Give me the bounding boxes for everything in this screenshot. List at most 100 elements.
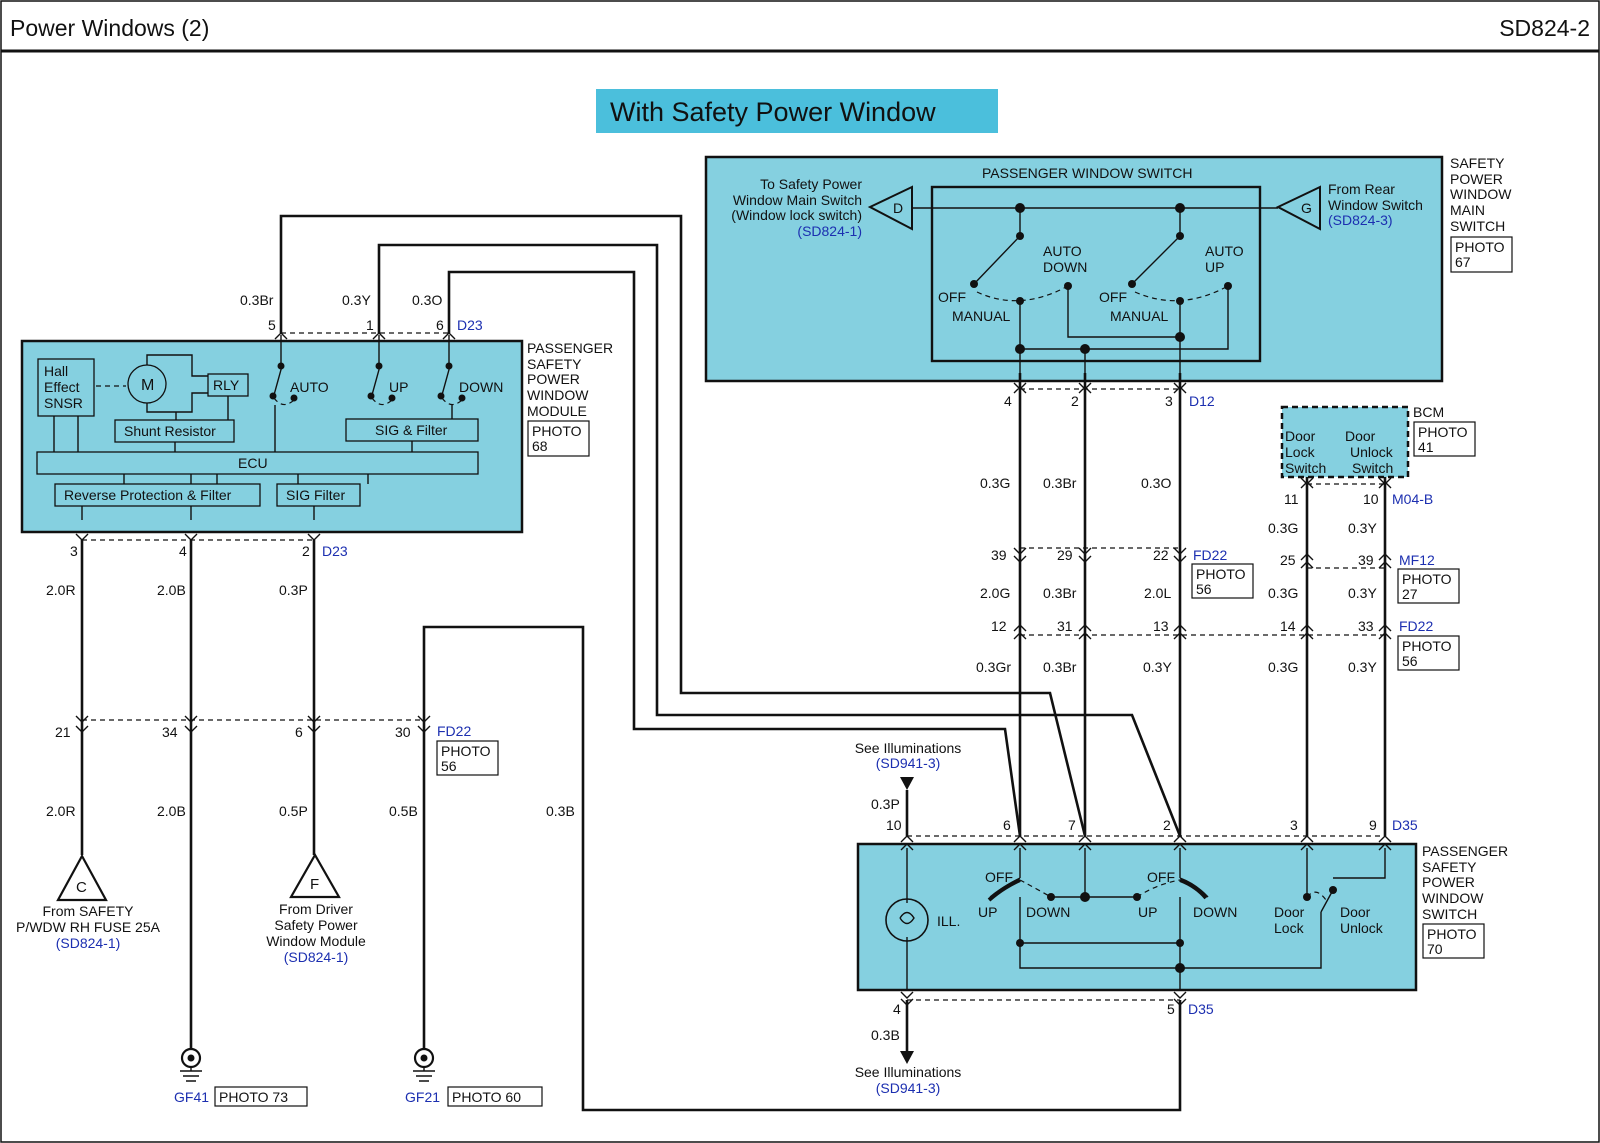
d35-bottom-pin: 4 [893,1001,901,1017]
passenger-window-switch-box [930,185,1262,363]
wire-label: 2.0R [46,803,76,819]
fd22-b-pin: 12 [991,618,1007,634]
terminal-c-text: From SAFETY [42,903,134,919]
fd22-a-photo-number: 56 [1196,581,1212,597]
module-label: PASSENGER SAFETY POWER WINDOW MODULE [527,340,613,419]
d23-bottom-pin: 4 [179,543,187,559]
d35-top-pin: 2 [1163,817,1171,833]
d12-connector-name: D12 [1189,393,1215,409]
terminal-f-text: From Driver [279,901,353,917]
wire-0-3b-ground [422,625,1182,1112]
module-up-label: UP [389,379,408,395]
shunt-resistor-label: Shunt Resistor [124,423,216,439]
ground-gf21-photo-box [447,1086,543,1107]
fd22-a-photo-box [1191,563,1254,599]
illum-bottom-arrow-icon [900,1051,914,1064]
d35-top-connector-name: D35 [1392,817,1418,833]
wire-label: 0.3P [871,796,900,812]
main-switch-label-line: SAFETY [1450,155,1505,171]
bcm-box [1280,405,1410,479]
d35-bottom-pin: 5 [1167,1001,1175,1017]
wire-label: 0.3Br [1043,475,1077,491]
wire-label: 2.0B [157,582,186,598]
sig-filter-label: SIG Filter [286,487,345,503]
wire-label: 0.3Y [1143,659,1172,675]
pass-switch-label-line: SWITCH [1422,906,1477,922]
bcm-door-unlock-label: Door [1345,428,1376,444]
auto-down-label: DOWN [1043,259,1087,275]
ecu-label: ECU [238,455,268,471]
wire-label: 0.3G [1268,659,1298,675]
terminal-c-text: P/WDW RH FUSE 25A [16,919,161,935]
d23-top-pin: 5 [268,317,276,333]
pass-switch-label-line: WINDOW [1422,890,1484,906]
door-lock-label: Lock [1274,920,1305,936]
connector-d-ref[interactable]: (SD824-1) [797,223,862,239]
hall-sensor-box [37,358,95,417]
fd22-b-photo-box [1397,635,1460,671]
terminal-c-symbol [56,853,108,902]
d23-top-pin: 6 [436,317,444,333]
module-label-line: SAFETY [527,356,582,372]
ground-gf41-photo-box [214,1086,308,1107]
main-switch-label-line: SWITCH [1450,218,1505,234]
wire-label: 2.0R [46,582,76,598]
main-switch-photo-number: 67 [1455,254,1471,270]
bcm-door-lock-label: Switch [1285,460,1326,476]
m04b-pin: 10 [1363,491,1379,507]
pass-switch-photo-box [1422,923,1485,959]
fd22-left-connector-name: FD22 [437,723,471,739]
ecu-box [36,451,479,475]
ill-label: ILL. [937,913,960,929]
mf12-photo-label: PHOTO [1402,571,1452,587]
wire-o-module-to-d35 [447,270,1022,837]
fd22-b-pin: 14 [1280,618,1296,634]
wire-label: 0.3O [1141,475,1171,491]
pass-switch-label: PASSENGER SAFETY POWER WINDOW SWITCH [1422,843,1508,922]
terminal-f-ref[interactable]: (SD824-1) [284,949,349,965]
module-down-label: DOWN [459,379,503,395]
mf12-photo-number: 27 [1402,586,1418,602]
pass-switch-label-line: SAFETY [1422,859,1477,875]
pass-down-label: DOWN [1026,904,1070,920]
d12-pin: 2 [1071,393,1079,409]
wire-label: 0.3Y [1348,520,1377,536]
terminal-c-ref[interactable]: (SD824-1) [56,935,121,951]
wire-label: 0.5B [389,803,418,819]
wire-label: 0.3Y [342,292,371,308]
page-title: Power Windows (2) [10,15,209,41]
illum-top-ref[interactable]: (SD941-3) [876,755,941,771]
d35-top-pin: 7 [1068,817,1076,833]
door-unlock-label: Door [1340,904,1371,920]
d35-bottom-connector-name: D35 [1188,1001,1214,1017]
connector-g-ref[interactable]: (SD824-3) [1328,212,1393,228]
terminal-f-symbol [289,852,341,899]
ground-gf21-symbol [413,1047,435,1082]
terminal-f-text: Window Module [266,933,366,949]
d23-bottom-pin: 3 [70,543,78,559]
wire-label: 0.3Br [1043,585,1077,601]
pass-switch-label-line: POWER [1422,874,1475,890]
fd22-b-pin: 33 [1358,618,1374,634]
ground-gf21-name: GF21 [405,1089,440,1105]
manual-label: MANUAL [1110,308,1169,324]
terminal-c-letter: C [76,879,87,896]
ground-gf41-name: GF41 [174,1089,209,1105]
module-switch-arms [273,335,451,396]
main-switch-label-line: POWER [1450,171,1503,187]
ground-gf41-photo: PHOTO 73 [219,1089,288,1105]
module-photo-box [527,420,590,457]
sig-filter-box [276,483,361,507]
fd22-left-photo-number: 56 [441,758,457,774]
m04b-pin: 11 [1284,491,1299,507]
wire-label: 0.3B [546,803,575,819]
fd22-a-connector-name: FD22 [1193,547,1227,563]
wires [80,214,1387,1112]
hall-label: Effect [44,379,80,395]
pass-up-label: UP [1138,904,1157,920]
pass-down-label: DOWN [1193,904,1237,920]
module-photo-number: 68 [532,438,548,454]
module-label-line: WINDOW [527,387,589,403]
pass-switch-label-line: PASSENGER [1422,843,1508,859]
illum-bottom-ref[interactable]: (SD941-3) [876,1080,941,1096]
